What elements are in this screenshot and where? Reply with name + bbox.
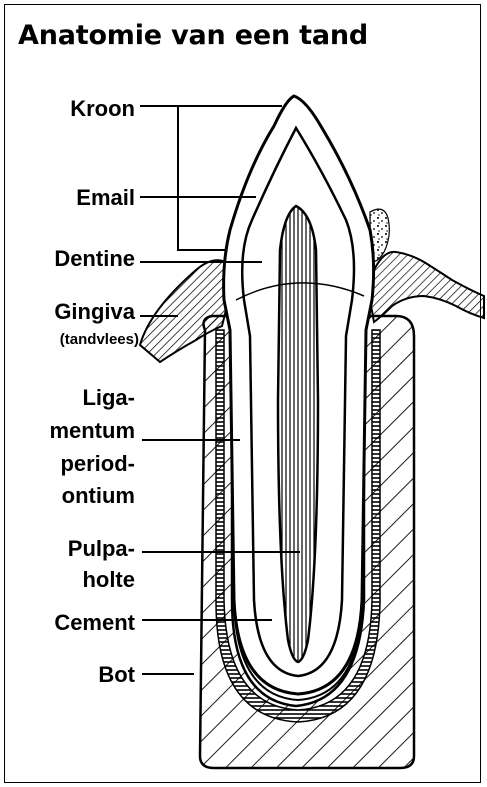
gingiva-right	[370, 252, 484, 322]
pulp-cavity	[278, 206, 318, 662]
leader-kroon	[140, 106, 226, 250]
